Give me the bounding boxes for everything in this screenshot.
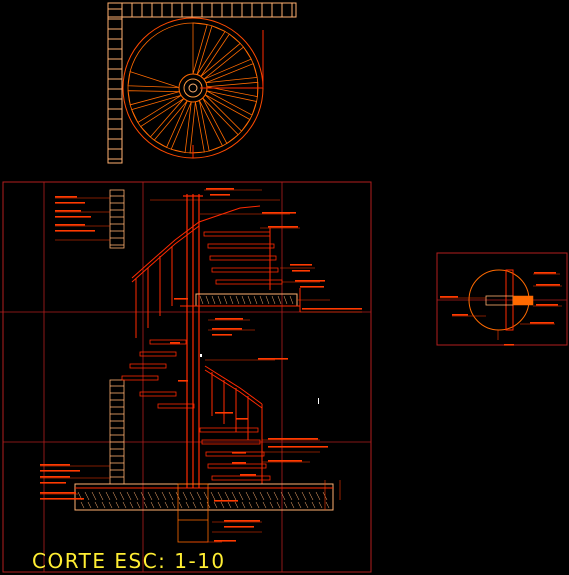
annotation-mark [240, 474, 256, 476]
plan-tread [196, 25, 226, 75]
tread [139, 391, 177, 397]
detail-frame [436, 252, 568, 346]
annotation-mark [290, 264, 312, 266]
annotation-mark [452, 314, 468, 316]
annotation-mark [214, 540, 236, 542]
annotation-mark [268, 460, 302, 462]
section-treads [121, 228, 283, 484]
tread [149, 339, 187, 345]
annotation-mark [40, 492, 76, 494]
tread [215, 279, 283, 285]
annotation-mark [40, 476, 70, 478]
annotation-mark [178, 380, 188, 382]
annotation-mark [268, 446, 328, 448]
section-grid-lines [0, 182, 371, 572]
section-leaders [40, 189, 362, 543]
drawing-title: CORTE ESC: 1-10 [32, 549, 226, 573]
annotation-mark [504, 344, 514, 346]
plan-tread [153, 100, 188, 148]
annotation-mark [170, 342, 180, 344]
annotation-mark [224, 526, 254, 528]
annotation-mark [268, 226, 298, 228]
plan-view [107, 2, 297, 164]
floor-slab [74, 483, 334, 543]
section-annotation-marks [40, 188, 362, 542]
section-markers [200, 354, 319, 404]
plan-tread [198, 100, 224, 152]
plan-tread [127, 90, 180, 106]
annotation-mark [215, 318, 243, 320]
annotation-mark [536, 304, 558, 306]
annotation-mark [215, 412, 233, 414]
annotation-mark [40, 470, 80, 472]
tread [157, 403, 195, 409]
annotation-mark [210, 194, 230, 196]
annotation-mark [212, 328, 242, 330]
plan-tread [200, 33, 241, 77]
annotation-mark [258, 358, 288, 360]
annotation-mark [292, 270, 310, 272]
annotation-mark [55, 210, 81, 212]
annotation-mark [55, 224, 85, 226]
annotation-mark [530, 322, 554, 324]
annotation-mark [224, 520, 260, 522]
tread [201, 439, 261, 445]
plan-tread [206, 90, 258, 116]
plan-tread [205, 63, 258, 84]
annotation-mark [534, 272, 556, 274]
annotation-mark [40, 464, 70, 466]
annotation-mark [212, 334, 232, 336]
tread [207, 243, 275, 249]
plan-landing-edge [192, 30, 264, 158]
plan-tread [127, 71, 180, 88]
annotation-mark [232, 462, 246, 464]
detail-annotation-marks [440, 272, 560, 346]
annotation-mark [55, 216, 91, 218]
plan-tread [170, 101, 192, 154]
annotation-mark [232, 452, 246, 454]
plan-tread [192, 22, 208, 75]
section-left-wall [109, 189, 125, 485]
annotation-mark [206, 188, 234, 190]
plan-tread [203, 46, 252, 80]
tread [121, 375, 159, 381]
detail-view [436, 252, 568, 346]
annotation-mark [55, 196, 77, 198]
plan-tread [189, 101, 205, 154]
annotation-mark [440, 296, 458, 298]
annotation-mark [40, 482, 66, 484]
annotation-mark [295, 280, 325, 282]
tread [211, 475, 271, 481]
section-view [0, 181, 372, 573]
tread [209, 255, 277, 261]
annotation-mark [174, 298, 188, 300]
annotation-mark [300, 286, 324, 288]
annotation-mark [268, 438, 318, 440]
handrails [131, 205, 263, 440]
annotation-mark [55, 230, 95, 232]
tread [211, 267, 279, 273]
plan-wall [107, 2, 297, 164]
section-frame [2, 181, 372, 573]
tread [199, 427, 259, 433]
annotation-mark [262, 212, 296, 214]
plan-tread [204, 94, 251, 132]
plan-tread [140, 98, 185, 138]
tread [203, 231, 271, 237]
tread [139, 351, 177, 357]
tread [207, 463, 267, 469]
central-column [183, 194, 203, 488]
annotation-mark [40, 498, 84, 500]
plan-tread [206, 81, 259, 98]
plan-tread [131, 95, 182, 124]
annotation-mark [214, 500, 238, 502]
annotation-mark [536, 284, 560, 286]
annotation-mark [55, 202, 85, 204]
tread [129, 363, 167, 369]
plan-wall-bricks [108, 3, 293, 160]
annotation-mark [302, 308, 362, 310]
annotation-mark [236, 418, 248, 420]
plan-tread [202, 97, 239, 145]
